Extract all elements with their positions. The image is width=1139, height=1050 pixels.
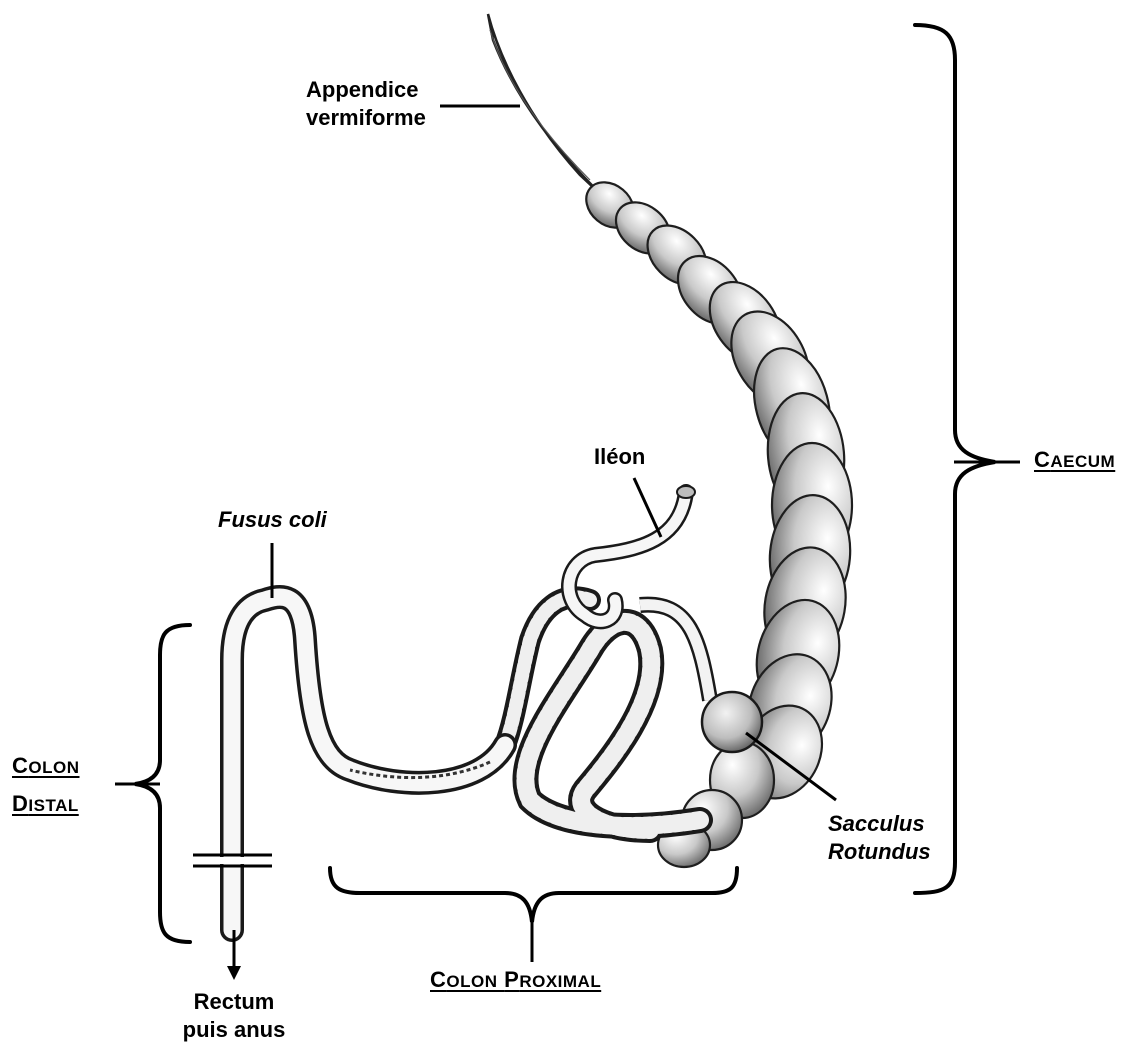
colon-proximal-a-rest: OLON: [446, 972, 497, 991]
colon-proximal-bracket: [330, 868, 737, 922]
rectum-label: Rectum puis anus: [168, 988, 300, 1044]
rectum-label-line1: Rectum: [168, 988, 300, 1016]
colon-distal-line2-rest: ISTAL: [28, 796, 78, 815]
colon-distal-line2-initial: D: [12, 791, 28, 816]
colon-proximal-label: COLON PROXIMAL: [430, 966, 601, 996]
colon-proximal-b-initial: P: [504, 967, 519, 992]
colon-distal-label-line2: DISTAL: [12, 790, 79, 820]
sacculus-label-line2: Rotundus: [828, 838, 931, 866]
sacculus-label-line1: Sacculus: [828, 810, 931, 838]
colon-distal-line1-rest: OLON: [28, 758, 79, 777]
colon-proximal-drawing: [505, 597, 710, 830]
caecum-label: CAECUM: [1034, 446, 1115, 476]
colon-distal-label-line1: COLON: [12, 752, 80, 782]
sacculus-label: Sacculus Rotundus: [828, 810, 931, 866]
colon-distal-drawing: [193, 597, 505, 980]
appendice-label-line1: Appendice: [306, 76, 426, 104]
colon-proximal-b-rest: ROXIMAL: [519, 972, 601, 991]
caecum-bracket: [915, 25, 995, 893]
sacculus-rotundus-drawing: [702, 692, 762, 752]
appendice-label: Appendice vermiforme: [306, 76, 426, 132]
ileon-label: Iléon: [594, 443, 645, 471]
colon-proximal-a-initial: C: [430, 967, 446, 992]
rectum-label-line2: puis anus: [168, 1016, 300, 1044]
caecum-label-rest: AECUM: [1050, 452, 1115, 471]
caecum-label-initial: C: [1034, 447, 1050, 472]
appendice-label-line2: vermiforme: [306, 104, 426, 132]
colon-distal-line1-initial: C: [12, 753, 28, 778]
fusus-coli-label: Fusus coli: [218, 506, 327, 534]
